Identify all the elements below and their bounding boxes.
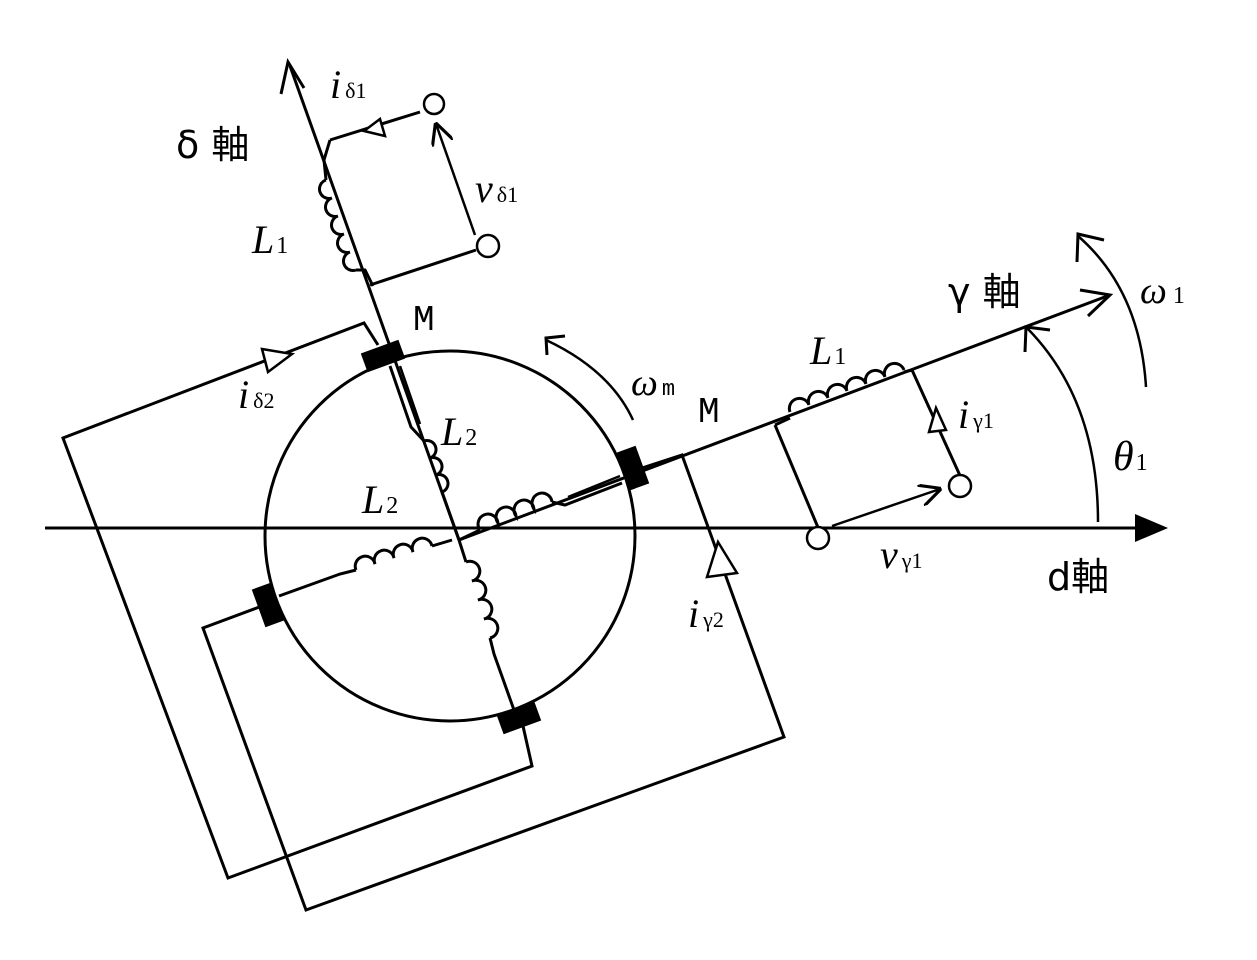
brushes <box>251 339 650 735</box>
brush-delta <box>360 339 406 373</box>
rotor-windings <box>278 365 623 711</box>
gamma-axis <box>458 288 1114 542</box>
M-gamma-label: M <box>698 392 720 433</box>
M-delta-label: M <box>413 300 435 341</box>
d-axis-label: d軸 <box>1047 555 1109 599</box>
brush-lower-right <box>496 701 542 735</box>
delta-stator-circuit <box>318 92 501 287</box>
d-axis <box>45 514 1168 542</box>
theta1-label: θ1 <box>1113 434 1148 480</box>
rotor-circle <box>263 349 637 723</box>
rotation-arcs <box>544 232 1148 523</box>
gamma-axis-label: γ 軸 <box>948 270 1021 314</box>
L1-delta-label: L1 <box>251 217 288 262</box>
brush-gamma <box>616 445 650 491</box>
L1-gamma-label: L1 <box>809 328 846 373</box>
rotor-external-circuits <box>61 321 786 912</box>
delta-axis-label: δ 軸 <box>176 123 249 167</box>
brush-lower-left <box>251 582 285 628</box>
L2-d-label: L2 <box>361 477 398 522</box>
gamma-stator-circuit <box>773 361 973 551</box>
L2-delta-label: L2 <box>440 409 477 454</box>
delta-axis <box>279 58 461 541</box>
